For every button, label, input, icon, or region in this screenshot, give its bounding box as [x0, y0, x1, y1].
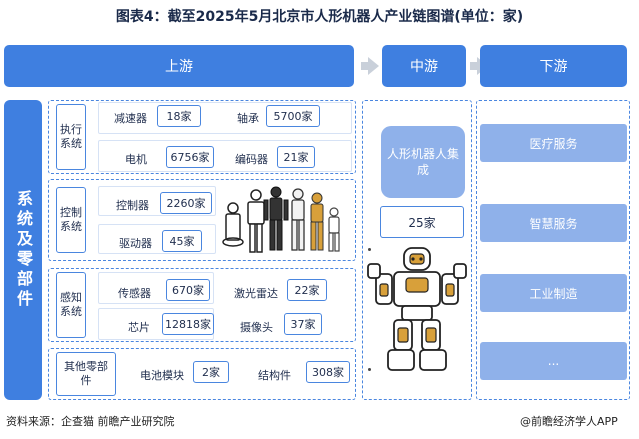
actuator-label: 执行系统 [56, 104, 86, 170]
chip-label: 芯片 [128, 321, 150, 334]
camera-label: 摄像头 [240, 321, 273, 334]
components-side-label: 系统及零部件 [4, 100, 42, 400]
lidar-count: 22家 [287, 279, 327, 301]
downstream-item-more: ... [480, 342, 627, 380]
midstream-header: 中游 [382, 45, 466, 87]
lidar-label: 激光雷达 [234, 287, 278, 300]
midstream-header-label: 中游 [410, 59, 438, 75]
source-note: 资料来源：企查猫 前瞻产业研究院 [6, 415, 175, 428]
downstream-header-label: 下游 [539, 59, 568, 75]
downstream-area [476, 100, 630, 400]
connector-dot-1 [368, 248, 371, 251]
sensing-group [48, 268, 356, 342]
battery-label: 电池模块 [140, 369, 184, 382]
downstream-header: 下游 [480, 45, 627, 87]
arrow-up-mid [361, 57, 379, 75]
reducer-count: 18家 [157, 105, 201, 127]
control-label: 控制系统 [56, 187, 86, 253]
reducer-label: 减速器 [114, 112, 147, 125]
sensor-label: 传感器 [118, 287, 151, 300]
bearing-label: 轴承 [237, 112, 259, 125]
sensor-count: 670家 [166, 279, 210, 301]
downstream-item-industrial: 工业制造 [480, 274, 627, 312]
upstream-header: 上游 [4, 45, 354, 87]
battery-count: 2家 [193, 361, 229, 383]
actuator-group [48, 100, 356, 174]
controller-label: 控制器 [116, 199, 149, 212]
downstream-item-smart: 智慧服务 [480, 204, 627, 242]
chip-count: 12818家 [162, 313, 214, 335]
control-group [48, 179, 356, 261]
connector-dot-2 [368, 368, 371, 371]
encoder-label: 编码器 [235, 153, 268, 166]
motor-label: 电机 [125, 153, 147, 166]
integration-count: 25家 [380, 206, 464, 238]
big-robot-illustration [367, 247, 467, 371]
side-label-text: 系统及零部件 [14, 190, 33, 310]
encoder-count: 21家 [277, 146, 315, 168]
other-label: 其他零部件 [56, 352, 116, 396]
camera-count: 37家 [284, 313, 322, 335]
other-group [48, 348, 356, 400]
sensing-label: 感知系统 [56, 272, 86, 338]
driver-label: 驱动器 [119, 237, 152, 250]
controller-count: 2260家 [160, 192, 212, 214]
structural-label: 结构件 [258, 369, 291, 382]
robots-illustration [222, 186, 340, 253]
motor-count: 6756家 [166, 146, 214, 168]
structural-count: 308家 [306, 361, 350, 383]
upstream-header-label: 上游 [165, 59, 193, 75]
bearing-count: 5700家 [266, 105, 320, 127]
midstream-area [362, 100, 472, 400]
driver-count: 45家 [162, 230, 202, 252]
integration-box: 人形机器人集成 [381, 126, 465, 198]
downstream-item-medical: 医疗服务 [480, 124, 627, 162]
brand-note: @前瞻经济学人APP [520, 415, 618, 428]
chart-title: 图表4：截至2025年5月北京市人形机器人产业链图谱(单位：家) [115, 9, 524, 25]
